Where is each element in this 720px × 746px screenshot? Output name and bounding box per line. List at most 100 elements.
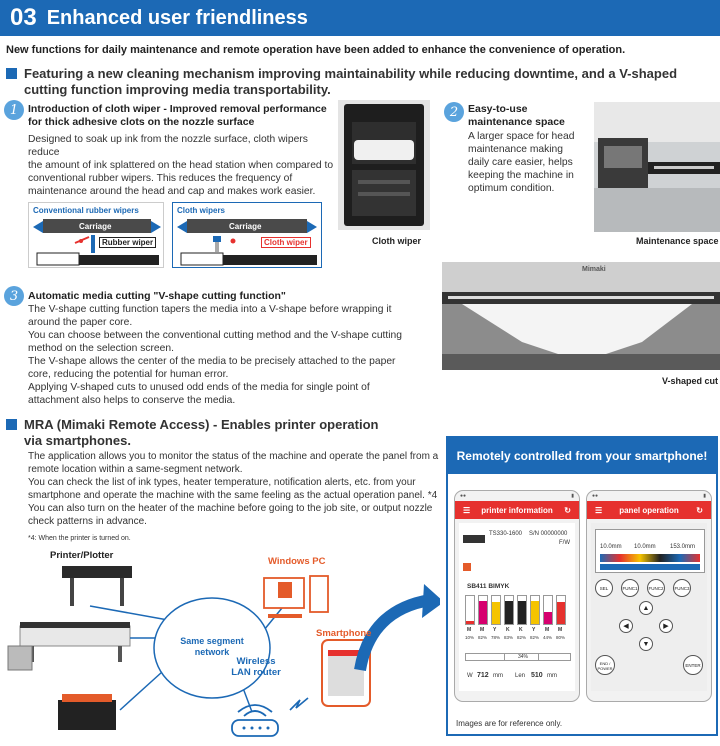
v-shaped-cut-photo-illustration [442, 262, 720, 370]
ink-letter: Y [532, 627, 536, 633]
phone-status-bar: ●●▮ [460, 493, 574, 499]
ink-level: 82% [530, 635, 540, 640]
remote-control-panel: Remotely controlled from your smartphone… [446, 436, 718, 736]
item1-number-icon: 1 [4, 100, 24, 120]
v-shaped-cut-caption: V-shaped cut [662, 376, 719, 386]
item2-number-icon: 2 [444, 102, 464, 122]
v-shaped-cut-photo: Mimaki [442, 262, 720, 370]
btn-func1[interactable]: FUNC1 [621, 579, 639, 597]
item1-body: Designed to soak up ink from the nozzle … [28, 134, 334, 197]
waste-bar: 34% [465, 653, 571, 661]
phone-status-bar: ●●▮ [592, 493, 706, 499]
app-title-bar: ☰ printer information ↻ [455, 501, 579, 519]
router-label: Wireless LAN router [231, 656, 281, 678]
item3-body: The V-shape cutting function tapers the … [28, 304, 403, 406]
ink-level: 10% [465, 635, 475, 640]
ink-level: 78% [491, 635, 501, 640]
ink-bar [530, 595, 540, 625]
ink-letter: M [480, 627, 485, 633]
ink-level: 82% [478, 635, 488, 640]
phone-panel-operation: ●●▮ ☰ panel operation ↻ 10.0mm 10.0mm 15… [586, 490, 712, 702]
maintenance-space-photo [594, 102, 720, 232]
item3-number-icon: 3 [4, 286, 24, 306]
ink-letter: M [467, 627, 472, 633]
network-label: Same segment network [180, 636, 244, 657]
arrow-left-icon[interactable]: ◀ [619, 619, 633, 633]
square-bullet-icon [6, 68, 17, 79]
btn-end-power[interactable]: END / POWER [595, 655, 615, 675]
cloth-wiper-photo-illustration [344, 104, 424, 226]
printer-plotter-label: Printer/Plotter [50, 550, 114, 561]
btn-enter[interactable]: ENTER [683, 655, 703, 675]
width-value: 712 [477, 672, 489, 679]
arrow-up-icon[interactable]: ▲ [639, 601, 653, 615]
conventional-wiper-illustration [33, 219, 161, 266]
arrow-down-icon[interactable]: ▼ [639, 637, 653, 651]
ink-level: 82% [517, 635, 527, 640]
cloth-wiper-label: Cloth wiper [261, 237, 311, 248]
windows-pc-icon [263, 575, 329, 618]
carriage-label: Carriage [79, 222, 112, 231]
btn-func3[interactable]: FUNC3 [673, 579, 691, 597]
ink-type-text: SB411 BIMYK [467, 583, 510, 590]
cloth-wiper-diagram: Cloth wipers Carriage Cloth wiper [172, 202, 322, 268]
ink-letter: M [558, 627, 563, 633]
ink-level: 80% [556, 635, 566, 640]
length-value: 510 [531, 672, 543, 679]
cloth-wiper-caption: Cloth wiper [372, 236, 421, 246]
carriage-label: Carriage [229, 222, 262, 231]
ink-level-bars [463, 535, 485, 571]
ink-letter: K [506, 627, 510, 633]
btn-func2[interactable]: FUNC2 [647, 579, 665, 597]
panel-operation-content: 10.0mm 10.0mm 153.0mm SEL FUNC1 FUNC2 FU… [591, 523, 707, 691]
cloth-wiper-illustration [177, 219, 317, 266]
footnote: *4: When the printer is turned on. [28, 535, 131, 542]
ink-bar [465, 595, 475, 625]
arrow-right-icon[interactable]: ▶ [659, 619, 673, 633]
refresh-icon[interactable]: ↻ [696, 505, 703, 515]
ink-bar [517, 595, 527, 625]
section2-body: The application allows you to monitor th… [28, 451, 439, 527]
ink-bar [543, 595, 553, 625]
ink-bar [478, 595, 488, 625]
network-diagram [7, 566, 440, 737]
section-header: 03 Enhanced user friendliness [0, 0, 720, 36]
cloth-wiper-photo [338, 100, 430, 230]
conventional-wiper-diagram: Conventional rubber wipers Carriage Rubb… [28, 202, 164, 268]
square-bullet-icon [6, 419, 17, 430]
ink-bar [556, 595, 566, 625]
app-title-bar: ☰ panel operation ↻ [587, 501, 711, 519]
phone-printer-information: ●●▮ ☰ printer information ↻ TS330-1600 S… [454, 490, 580, 702]
length-label: Len [515, 673, 526, 679]
rubber-wiper-label: Rubber wiper [99, 237, 157, 248]
reference-note: Images are for reference only. [456, 719, 563, 728]
ink-letter: K [519, 627, 523, 633]
refresh-icon[interactable]: ↻ [564, 505, 571, 515]
ink-letter: Y [493, 627, 497, 633]
model-text: TS330-1600 [489, 531, 523, 537]
smartphone-label: Smartphone [316, 628, 372, 639]
section2-heading: MRA (Mimaki Remote Access) - Enables pri… [6, 417, 436, 449]
ink-bar [504, 595, 514, 625]
printer-plotter-icon [7, 566, 132, 730]
lead-text: New functions for daily maintenance and … [6, 44, 626, 56]
btn-sel[interactable]: SEL [595, 579, 613, 597]
section-title: Enhanced user friendliness [46, 6, 308, 29]
windows-pc-label: Windows PC [268, 556, 326, 567]
menu-icon[interactable]: ☰ [595, 505, 603, 515]
fw-text: F/W [559, 540, 570, 546]
item3-title: Automatic media cutting "V-shape cutting… [28, 290, 286, 302]
width-label: W [467, 673, 473, 679]
menu-icon[interactable]: ☰ [463, 505, 471, 515]
ink-bar [491, 595, 501, 625]
section-number: 03 [10, 4, 37, 31]
item2-title: Easy-to-use maintenance space [468, 103, 565, 128]
wifi-router-icon [231, 704, 279, 737]
section1-heading: Featuring a new cleaning mechanism impro… [6, 66, 716, 98]
printer-info-content: TS330-1600 S/N 00000000 F/W SB411 BIMYK … [459, 523, 575, 691]
length-unit: mm [547, 673, 557, 679]
ink-letter: M [545, 627, 550, 633]
serial-text: S/N 00000000 [529, 531, 568, 537]
ink-level: 83% [504, 635, 514, 640]
